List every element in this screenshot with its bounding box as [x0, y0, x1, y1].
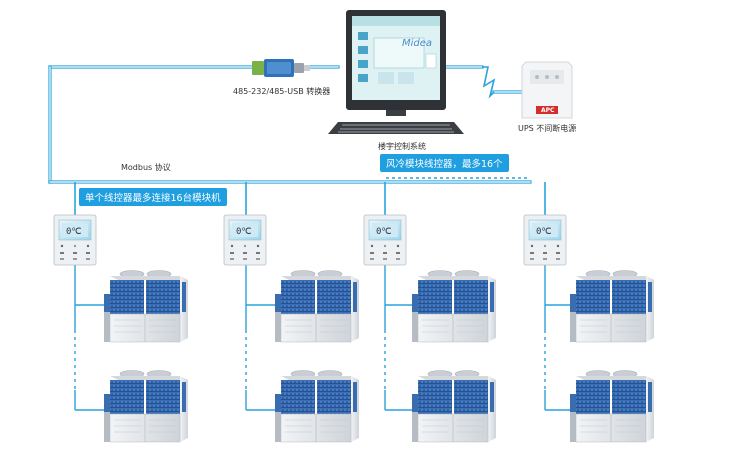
- controller-display-readout: 0℃: [536, 227, 552, 237]
- module-controller-limit-tag: 风冷模块线控器，最多16个: [380, 154, 509, 172]
- wired-controller-icon: [363, 214, 407, 266]
- controller-display-readout: 0℃: [66, 227, 82, 237]
- usb-converter-icon: [252, 59, 310, 77]
- controller-limit-tag: 单个线控器最多连接16台模块机: [79, 188, 227, 206]
- chiller-module-icon: [103, 370, 189, 443]
- chiller-module-icon: [411, 270, 497, 343]
- chiller-module-icon: [411, 370, 497, 443]
- chiller-module-icon: [103, 270, 189, 343]
- lightning-link-icon: [482, 66, 496, 99]
- controller-drop-lines: [74, 182, 546, 215]
- pc-terminal-icon: [328, 10, 464, 134]
- chiller-module-icon: [274, 270, 360, 343]
- ups-label: UPS 不间断电源: [518, 124, 577, 133]
- chiller-module-icon: [274, 370, 360, 443]
- controller-display-readout: 0℃: [236, 227, 252, 237]
- bms-label: 楼宇控制系统: [378, 142, 426, 151]
- wired-controller-icon: [223, 214, 267, 266]
- chiller-module-icon: [569, 270, 655, 343]
- monitor-brand-logo: Midea: [402, 38, 432, 49]
- ups-icon: [521, 61, 573, 119]
- chiller-module-icon: [569, 370, 655, 443]
- protocol-label: Modbus 协议: [121, 163, 171, 172]
- ups-brand-logo: APC: [541, 107, 555, 114]
- wired-controller-icon: [53, 214, 97, 266]
- wired-controller-icon: [523, 214, 567, 266]
- converter-label: 485-232/485-USB 转换器: [233, 87, 331, 96]
- controller-display-readout: 0℃: [376, 227, 392, 237]
